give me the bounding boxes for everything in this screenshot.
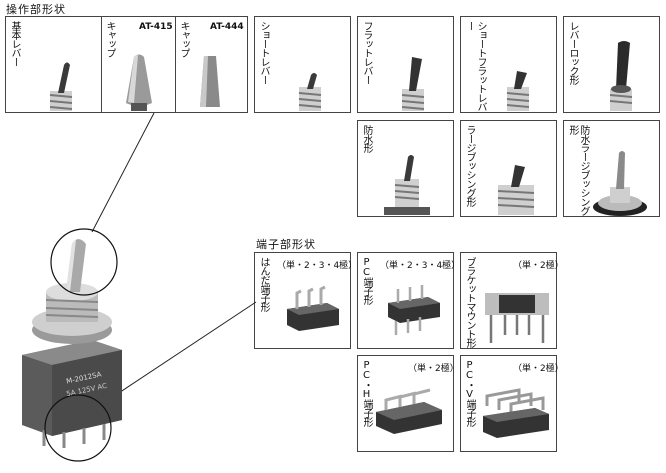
cap-at444-image bbox=[200, 56, 220, 107]
lever-waterproof-box: 防水形 bbox=[357, 120, 454, 217]
lever-shapes-title: 操作部形状 bbox=[6, 3, 66, 16]
terminal-pcv-poles: （単・2極） bbox=[513, 364, 564, 374]
cap1-code: AT-415 bbox=[139, 22, 173, 32]
large-bushing-lever-image bbox=[497, 165, 535, 215]
terminal-pc-label: PC端子形 bbox=[361, 257, 372, 304]
wp-large-bushing-lever-image bbox=[593, 151, 647, 216]
lever-lock-image bbox=[609, 41, 633, 111]
lever-large-bushing-box: ラージブッシング形 bbox=[460, 120, 557, 217]
terminal-pc-poles: （単・2・3・4極） bbox=[380, 261, 461, 271]
cap1-label: キャップ bbox=[104, 21, 115, 57]
lever-large-bushing-label: ラージブッシング形 bbox=[464, 125, 475, 206]
terminal-pch-box: PC・H端子形 （単・2極） bbox=[357, 355, 459, 452]
terminal-pc-box: PC端子形 （単・2・3・4極） bbox=[357, 252, 460, 349]
cap2-label: キャップ bbox=[178, 21, 189, 57]
terminal-bracket-label: ブラケットマウント形 bbox=[464, 257, 475, 347]
flat-lever-image bbox=[401, 57, 425, 111]
lever-basic-cap-box: 基本レバー キャップ AT-415 キャップ AT-444 bbox=[5, 16, 248, 113]
terminal-shapes-title: 端子部形状 bbox=[256, 238, 316, 251]
basic-lever-image bbox=[49, 62, 73, 111]
short-lever-image bbox=[298, 73, 322, 111]
pch-terminal-image bbox=[376, 388, 442, 434]
terminal-pch-label: PC・H端子形 bbox=[361, 360, 372, 426]
bracket-terminal-image bbox=[485, 293, 549, 343]
terminal-pch-poles: （単・2極） bbox=[408, 364, 459, 374]
lever-lock-box: レバーロック形 bbox=[563, 16, 660, 113]
pcv-terminal-image bbox=[483, 388, 549, 438]
lever-short-flat-label: ショートフラットレバー bbox=[464, 21, 486, 111]
lever-flat-label: フラットレバー bbox=[361, 21, 372, 84]
terminal-solder-label: はんだ端子形 bbox=[258, 257, 269, 311]
lever-short-label: ショートレバー bbox=[258, 21, 269, 84]
lever-short-box: ショートレバー bbox=[254, 16, 351, 113]
lever-flat-box: フラットレバー bbox=[357, 16, 454, 113]
cap-at415-image bbox=[126, 54, 152, 111]
waterproof-lever-image bbox=[384, 155, 430, 215]
lever-wp-large-bushing-box: 防水ラージブッシング形 bbox=[563, 120, 660, 217]
lever-lock-label: レバーロック形 bbox=[567, 21, 578, 84]
lever-waterproof-label: 防水形 bbox=[361, 125, 372, 152]
lever-short-flat-box: ショートフラットレバー bbox=[460, 16, 557, 113]
terminal-bracket-box: ブラケットマウント形 （単・2極） bbox=[460, 252, 564, 349]
pc-terminal-image bbox=[388, 285, 440, 335]
terminal-pcv-box: PC・V端子形 （単・2極） bbox=[460, 355, 564, 452]
terminal-solder-poles: （単・2・3・4極） bbox=[277, 261, 358, 271]
solder-terminal-image bbox=[287, 285, 339, 331]
terminal-bracket-poles: （単・2極） bbox=[513, 261, 564, 271]
divider bbox=[175, 17, 176, 112]
lever-basic-label: 基本レバー bbox=[9, 21, 20, 66]
divider bbox=[101, 17, 102, 112]
terminal-pcv-label: PC・V端子形 bbox=[464, 360, 475, 426]
cap2-code: AT-444 bbox=[210, 22, 244, 32]
lever-wp-large-bushing-label: 防水ラージブッシング形 bbox=[567, 125, 589, 215]
short-flat-lever-image bbox=[506, 71, 530, 111]
terminal-solder-box: はんだ端子形 （単・2・3・4極） bbox=[254, 252, 357, 349]
